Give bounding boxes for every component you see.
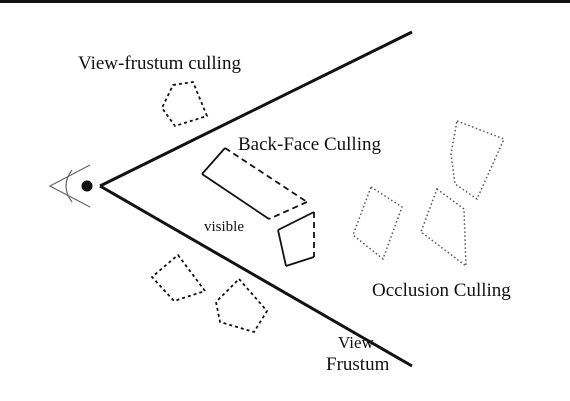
culled-object-bottom-right <box>215 277 269 334</box>
culled-object-top <box>160 81 209 128</box>
back-face-object <box>201 147 315 267</box>
eye-icon <box>48 164 93 208</box>
frustum-top-edge <box>99 30 413 188</box>
label-view: View <box>338 333 375 352</box>
top-border <box>0 0 570 3</box>
label-frustum: Frustum <box>326 354 390 375</box>
label-occlusion-culling: Occlusion Culling <box>372 280 511 301</box>
frustum-bottom-edge <box>99 184 413 368</box>
culled-object-bottom-left <box>150 253 207 303</box>
label-view-frustum-culling: View-frustum culling <box>78 53 241 74</box>
label-back-face-culling: Back-Face Culling <box>238 134 381 155</box>
occluded-object-top <box>450 119 506 201</box>
label-visible: visible <box>204 219 244 235</box>
occluded-object-left <box>352 185 403 261</box>
occluded-object-right <box>420 187 467 268</box>
